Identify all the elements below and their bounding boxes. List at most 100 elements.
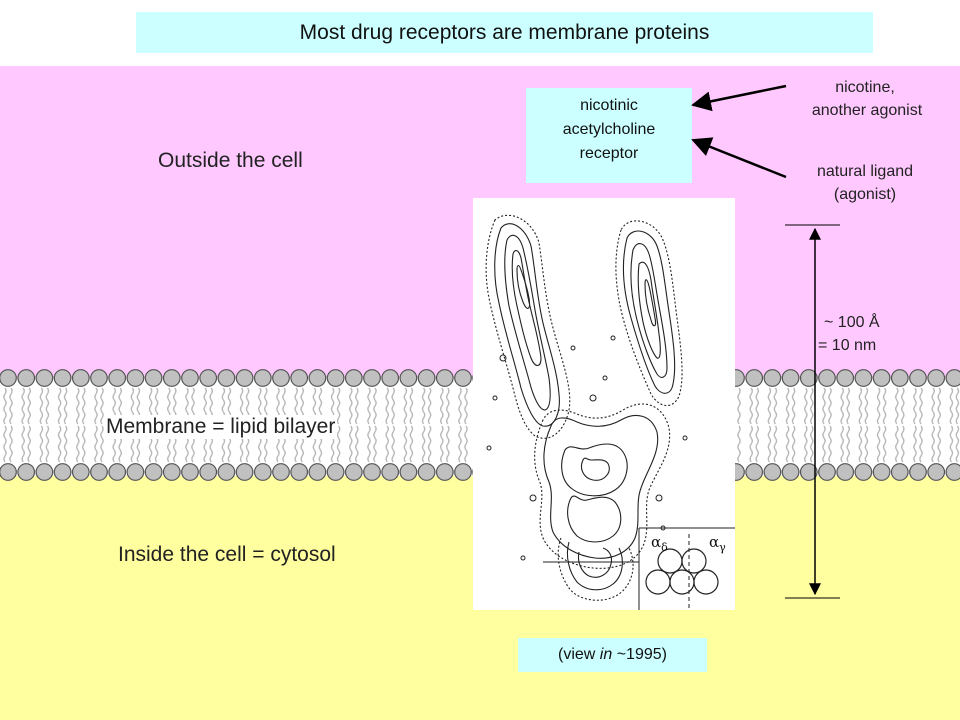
lipid-tail (421, 425, 426, 463)
lipid-tail (822, 387, 826, 425)
receptor-line-1: nicotinic (580, 97, 638, 114)
lipid-tail (409, 387, 414, 425)
lipid-tail (391, 387, 395, 425)
view-caption-box: (view in ~1995) (518, 638, 707, 672)
lipid-head (308, 463, 327, 481)
lipid-tail (767, 425, 772, 463)
lipid-head (399, 369, 418, 387)
lipid-tail (913, 425, 917, 463)
lipid-tail (919, 387, 923, 425)
lipid-head (854, 369, 873, 387)
lipid-tail (367, 387, 371, 425)
lipid-tail (427, 425, 432, 463)
lipid-head (872, 369, 891, 387)
lipid-tail (385, 387, 389, 425)
lipid-tail (840, 425, 844, 463)
lipid-head (799, 369, 818, 387)
lipid-head (90, 463, 108, 481)
lipid-head (818, 369, 836, 387)
cytosol-label: Inside the cell = cytosol (118, 543, 336, 566)
lipid-tail (27, 425, 31, 463)
lipid-tail (3, 425, 7, 463)
lipid-head (454, 463, 472, 481)
view-text-before: (view (558, 646, 600, 663)
lipid-head (781, 369, 800, 387)
agonist-line-2: another agonist (811, 102, 923, 119)
subunit-label-right: αγ (709, 533, 726, 554)
lipid-tail (458, 387, 462, 425)
scale-line-1: ~ 100 Å (824, 314, 880, 331)
lipid-head (435, 369, 454, 387)
lipid-tail (858, 425, 863, 463)
lipid-tail (955, 425, 960, 463)
lipid-tail (373, 425, 377, 463)
lipid-tail (446, 387, 450, 425)
lipid-tail (100, 425, 104, 463)
lipid-head (945, 463, 960, 481)
lipid-head (53, 463, 72, 481)
lipid-tail (45, 425, 50, 463)
lipid-head (181, 463, 199, 481)
view-text-after: ~1995) (612, 646, 667, 663)
lipid-tail (82, 425, 86, 463)
outside-cell-label: Outside the cell (158, 149, 303, 172)
lipid-tail (937, 387, 941, 425)
receptor-contour-map: αδ αγ (485, 214, 735, 610)
lipid-tail (9, 387, 13, 425)
receptor-label-box: nicotinic acetylcholine receptor (526, 88, 692, 183)
lipid-tail (773, 425, 778, 463)
lipid-tail (901, 425, 905, 463)
lipid-head (108, 463, 127, 481)
lipid-tail (749, 387, 753, 425)
lipid-head (126, 369, 145, 387)
lipid-head (927, 463, 946, 481)
lipid-tail (427, 387, 432, 425)
lipid-head (454, 369, 472, 387)
scale-line-2: = 10 nm (818, 337, 877, 354)
lipid-head (253, 463, 272, 481)
lipid-tail (57, 387, 62, 425)
lipid-head (71, 369, 90, 387)
lipid-head (890, 463, 909, 481)
lipid-head (363, 463, 381, 481)
lipid-tail (913, 387, 917, 425)
receptor-micrograph: αδ αγ (473, 198, 735, 610)
lipid-tail (737, 425, 741, 463)
lipid-tail (63, 425, 68, 463)
lipid-head (108, 369, 127, 387)
scale-annotation: ~ 100 Å = 10 nm (818, 311, 918, 357)
lipid-tail (63, 387, 68, 425)
lipid-tail (27, 387, 31, 425)
lipid-tail (767, 387, 772, 425)
lipid-tail (57, 425, 62, 463)
lipid-head (90, 369, 108, 387)
lipid-tail (39, 387, 44, 425)
lipid-tail (828, 425, 832, 463)
lipid-tail (919, 425, 923, 463)
lipid-tail (895, 425, 899, 463)
lipid-head (35, 369, 54, 387)
lipid-head (745, 369, 764, 387)
lipid-head (181, 369, 199, 387)
agonist-line-1: nicotine, (835, 79, 895, 96)
lipid-head (854, 463, 873, 481)
lipid-tail (876, 425, 881, 463)
lipid-tail (39, 425, 44, 463)
lipid-head (35, 463, 54, 481)
lipid-tail (949, 387, 954, 425)
lipid-head (272, 463, 290, 481)
lipid-head (890, 369, 909, 387)
lipid-head (872, 463, 891, 481)
lipid-tail (373, 387, 377, 425)
lipid-tail (864, 387, 869, 425)
lipid-tail (864, 425, 869, 463)
lipid-tail (421, 387, 426, 425)
lipid-tail (955, 387, 960, 425)
lipid-head (417, 463, 436, 481)
lipid-tail (403, 425, 408, 463)
lipid-tail (94, 387, 98, 425)
lipid-tail (3, 387, 7, 425)
lipid-head (235, 463, 254, 481)
lipid-head (781, 463, 800, 481)
lipid-head (344, 463, 363, 481)
